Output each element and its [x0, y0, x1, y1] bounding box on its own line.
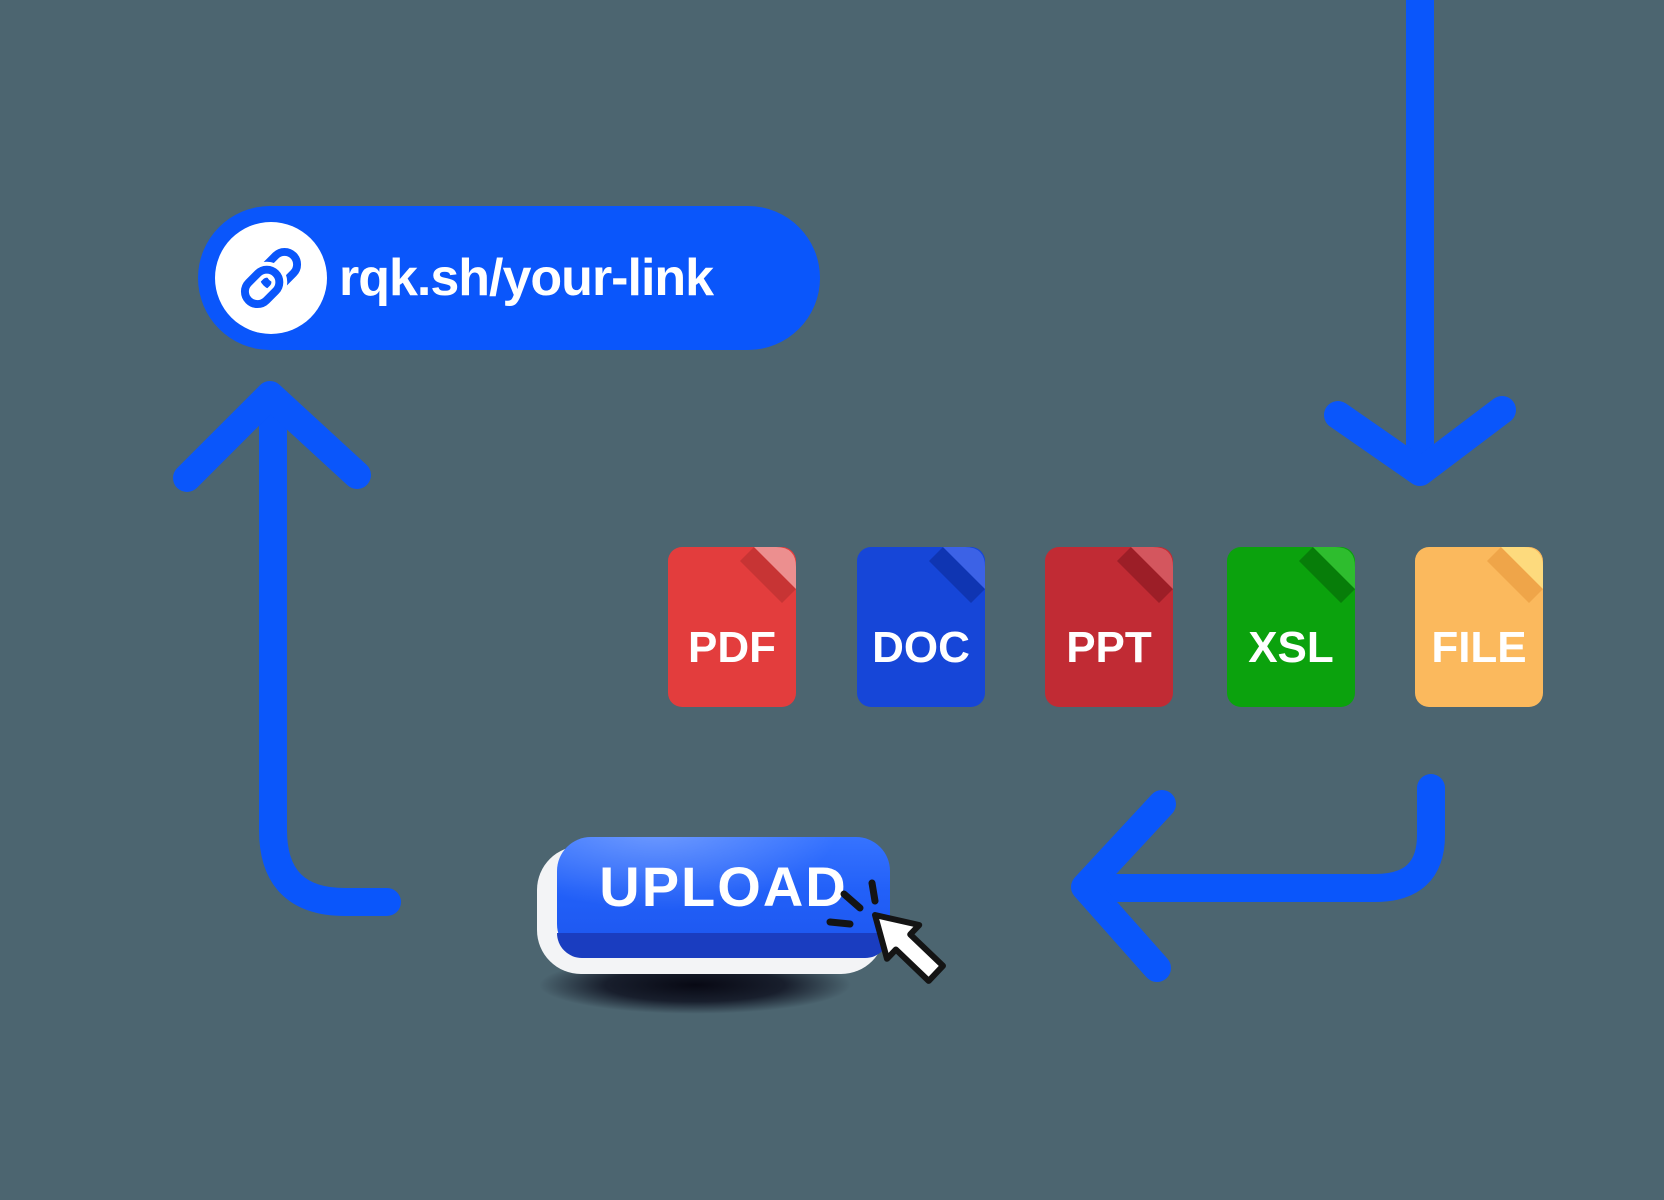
mouse-cursor-icon — [826, 879, 946, 984]
file-label: PPT — [1066, 623, 1152, 672]
short-link-pill[interactable]: rqk.sh/your-link — [198, 206, 820, 350]
file-label: PDF — [688, 623, 776, 672]
link-icon-circle — [215, 222, 327, 334]
arrow-up-head — [173, 381, 371, 492]
upload-button[interactable]: UPLOAD — [557, 837, 890, 958]
arrow-left-shaft — [1084, 774, 1445, 902]
doc-document-icon — [857, 547, 985, 707]
xsl-document-icon — [1227, 547, 1355, 707]
file-label: XSL — [1248, 623, 1334, 672]
pdf-document-icon — [668, 547, 796, 707]
generic-file-icon — [1415, 547, 1543, 707]
arrow-left-head — [1071, 790, 1176, 982]
file-icon-xsl: XSL — [1227, 547, 1355, 707]
file-icon-pdf: PDF — [668, 547, 796, 707]
ppt-document-icon — [1045, 547, 1173, 707]
pointer-arrow — [872, 912, 946, 984]
arrow-up-icon — [173, 381, 401, 916]
arrow-down-icon — [1324, 0, 1516, 486]
arrow-left-icon — [1071, 774, 1445, 982]
short-link-text: rqk.sh/your-link — [339, 249, 714, 307]
button-3d-side — [557, 933, 890, 958]
file-icon-file: FILE — [1415, 547, 1543, 707]
file-icon-ppt: PPT — [1045, 547, 1173, 707]
upload-button-label: UPLOAD — [599, 855, 848, 918]
click-spark-icon — [826, 879, 879, 928]
button-highlight — [557, 837, 890, 933]
chain-link-icon — [237, 247, 302, 312]
file-label: FILE — [1431, 623, 1527, 672]
file-label: DOC — [872, 623, 970, 672]
file-icon-doc: DOC — [857, 547, 985, 707]
arrow-up-shaft — [259, 401, 401, 916]
arrow-down-head — [1324, 396, 1516, 486]
